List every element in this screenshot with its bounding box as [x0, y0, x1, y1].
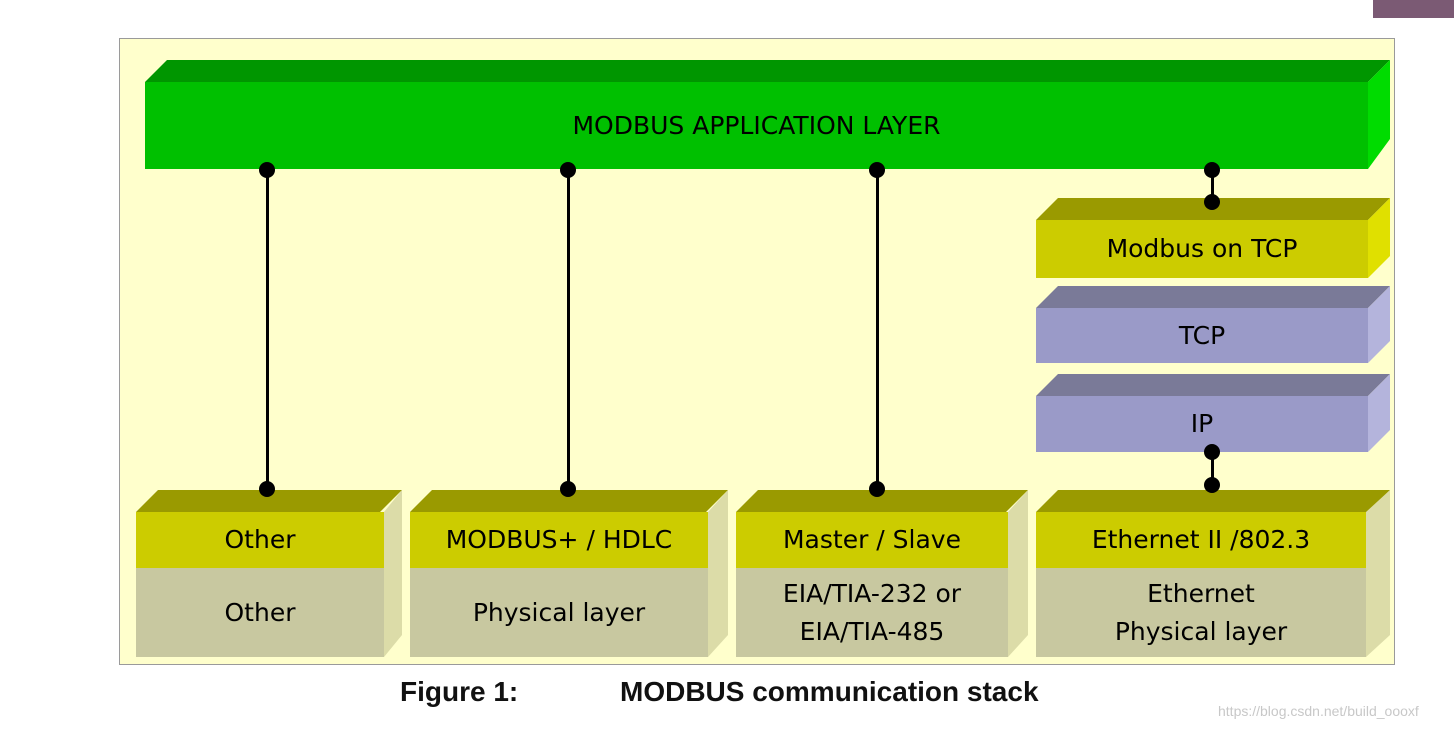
column-modbus-plus-lower: Physical layer — [410, 568, 708, 657]
column-master-slave-upper: Master / Slave — [736, 512, 1008, 568]
column-master-slave: Master / Slave EIA/TIA-232 or EIA/TIA-48… — [736, 490, 1028, 657]
connector-modbus-plus — [567, 170, 570, 489]
watermark: https://blog.csdn.net/build_oooxf — [1218, 703, 1419, 719]
connector-dot — [560, 162, 576, 178]
column-ethernet: Ethernet II /802.3 Ethernet Physical lay… — [1036, 490, 1390, 657]
column-other-upper: Other — [136, 512, 384, 568]
modbus-on-tcp-block: Modbus on TCP — [1036, 198, 1390, 278]
tcp-block: TCP — [1036, 286, 1390, 363]
figure-label: Figure 1: — [400, 676, 519, 707]
column-other-lower: Other — [136, 568, 384, 657]
connector-dot — [869, 162, 885, 178]
connector-dot — [1204, 444, 1220, 460]
application-layer-label: MODBUS APPLICATION LAYER — [145, 82, 1368, 169]
figure-title: MODBUS communication stack — [620, 676, 1039, 707]
connector-dot — [259, 481, 275, 497]
ip-block: IP — [1036, 374, 1390, 452]
connector-ip-ethernet — [1211, 452, 1214, 485]
connector-dot — [259, 162, 275, 178]
connector-dot — [869, 481, 885, 497]
ip-label: IP — [1036, 396, 1368, 452]
connector-dot — [1204, 194, 1220, 210]
column-other: Other Other — [136, 490, 402, 657]
connector-dot — [1204, 477, 1220, 493]
column-ethernet-upper: Ethernet II /802.3 — [1036, 512, 1366, 568]
connector-tcp-top — [1211, 170, 1214, 202]
column-ethernet-lower: Ethernet Physical layer — [1036, 568, 1366, 657]
application-layer-block: MODBUS APPLICATION LAYER — [145, 60, 1390, 169]
modbus-on-tcp-label: Modbus on TCP — [1036, 220, 1368, 278]
column-master-slave-lower: EIA/TIA-232 or EIA/TIA-485 — [736, 568, 1008, 657]
connector-dot — [1204, 162, 1220, 178]
tcp-label: TCP — [1036, 308, 1368, 363]
connector-dot — [560, 481, 576, 497]
corner-tab — [1373, 0, 1454, 18]
column-modbus-plus-upper: MODBUS+ / HDLC — [410, 512, 708, 568]
connector-other — [266, 170, 269, 489]
column-modbus-plus: MODBUS+ / HDLC Physical layer — [410, 490, 728, 657]
connector-master-slave — [876, 170, 879, 489]
